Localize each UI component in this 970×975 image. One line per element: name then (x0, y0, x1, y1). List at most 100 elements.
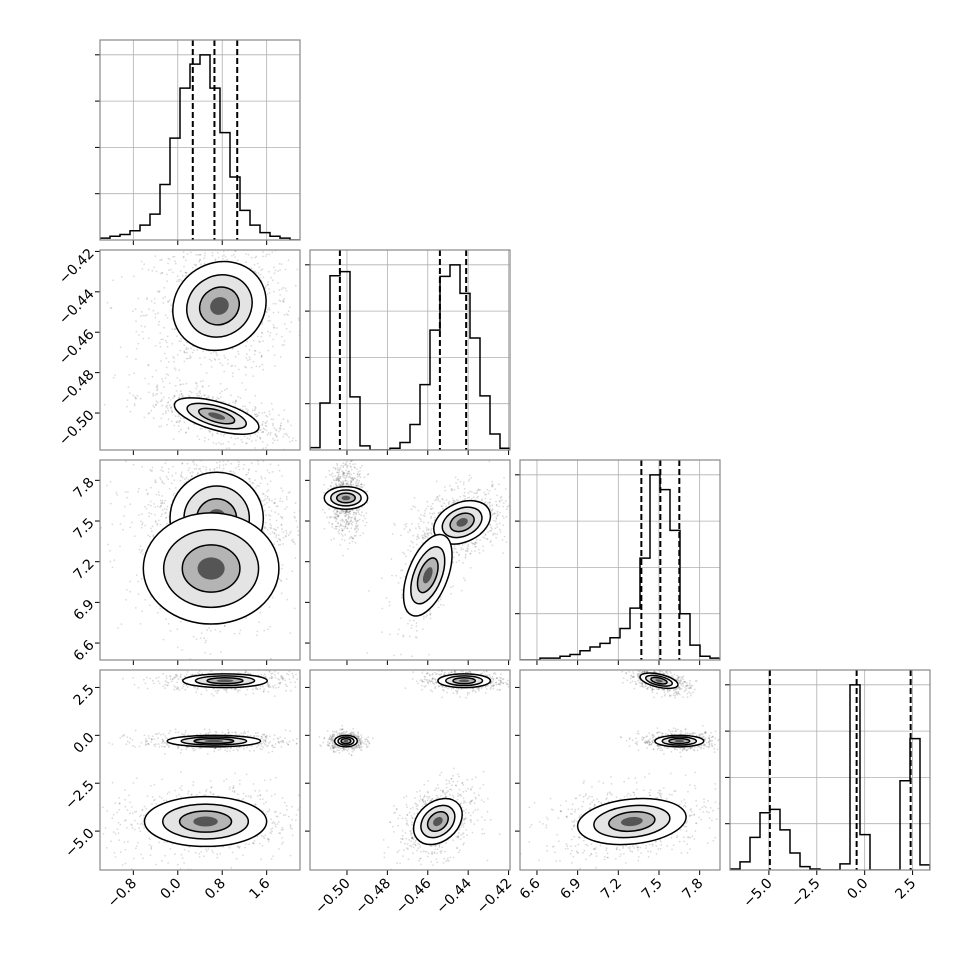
sample-point (198, 452, 200, 454)
sample-point (140, 398, 142, 400)
sample-point (137, 395, 139, 397)
sample-point (272, 423, 274, 425)
sample-point (225, 464, 227, 466)
sample-point (357, 476, 359, 478)
sample-point (248, 438, 250, 440)
sample-point (262, 423, 264, 425)
sample-point (137, 581, 139, 583)
sample-point (178, 369, 180, 371)
sample-point (135, 358, 137, 360)
sample-point (353, 512, 355, 514)
sample-point (157, 384, 159, 386)
sample-point (346, 475, 348, 477)
sample-point (192, 352, 194, 354)
sample-point (260, 437, 262, 439)
sample-point (170, 399, 172, 401)
sample-point (138, 440, 140, 442)
sample-point (159, 290, 161, 292)
sample-point (213, 442, 215, 444)
sample-point (125, 491, 127, 493)
sample-point (412, 535, 414, 537)
sample-point (487, 502, 489, 504)
sample-point (187, 348, 189, 350)
sample-point (302, 262, 304, 264)
sample-point (168, 471, 170, 473)
sample-point (244, 453, 246, 455)
sample-point (496, 526, 498, 528)
sample-point (489, 461, 491, 463)
sample-point (204, 440, 206, 442)
sample-point (283, 344, 285, 346)
sample-point (411, 523, 413, 525)
sample-point (280, 425, 282, 427)
sample-point (262, 369, 264, 371)
sample-point (255, 350, 257, 352)
sample-point (285, 535, 287, 537)
sample-point (126, 497, 128, 499)
sample-point (366, 522, 368, 524)
sample-point (424, 513, 426, 515)
sample-point (209, 431, 211, 433)
sample-point (284, 433, 286, 435)
sample-point (257, 415, 259, 417)
sample-point (209, 468, 211, 470)
sample-point (274, 365, 276, 367)
sample-point (152, 525, 154, 527)
sample-point (234, 256, 236, 258)
sample-point (169, 457, 171, 459)
sample-point (265, 456, 267, 458)
sample-point (183, 256, 185, 258)
sample-point (349, 538, 351, 540)
sample-point (182, 396, 184, 398)
sample-point (358, 512, 360, 514)
sample-point (272, 471, 274, 473)
sample-point (321, 533, 323, 535)
sample-point (242, 441, 244, 443)
sample-point (216, 462, 218, 464)
sample-point (169, 299, 171, 301)
sample-point (156, 386, 158, 388)
sample-point (238, 245, 240, 247)
sample-point (141, 513, 143, 515)
sample-point (196, 349, 198, 351)
sample-point (151, 513, 153, 515)
sample-point (264, 510, 266, 512)
sample-point (283, 409, 285, 411)
sample-point (256, 435, 258, 437)
sample-point (165, 357, 167, 359)
sample-point (243, 464, 245, 466)
sample-point (151, 270, 153, 272)
sample-point (286, 533, 288, 535)
sample-point (298, 318, 300, 320)
sample-point (266, 502, 268, 504)
sample-point (230, 248, 232, 250)
sample-point (352, 538, 354, 540)
sample-point (160, 505, 162, 507)
sample-point (337, 467, 339, 469)
sample-point (193, 433, 195, 435)
sample-point (523, 509, 525, 511)
sample-point (367, 474, 369, 476)
sample-point (228, 441, 230, 443)
sample-point (242, 409, 244, 411)
sample-point (190, 347, 192, 349)
sample-point (471, 498, 473, 500)
sample-point (142, 386, 144, 388)
sample-point (269, 523, 271, 525)
sample-point (348, 471, 350, 473)
sample-point (230, 394, 232, 396)
sample-point (235, 438, 237, 440)
sample-point (350, 466, 352, 468)
sample-point (276, 327, 278, 329)
sample-point (169, 404, 171, 406)
sample-point (129, 392, 131, 394)
sample-point (245, 367, 247, 369)
sample-point (110, 481, 112, 483)
sample-point (463, 577, 465, 579)
sample-point (513, 523, 515, 525)
sample-point (285, 433, 287, 435)
sample-point (136, 574, 138, 576)
sample-point (268, 489, 270, 491)
sample-point (165, 517, 167, 519)
sample-point (141, 578, 143, 580)
